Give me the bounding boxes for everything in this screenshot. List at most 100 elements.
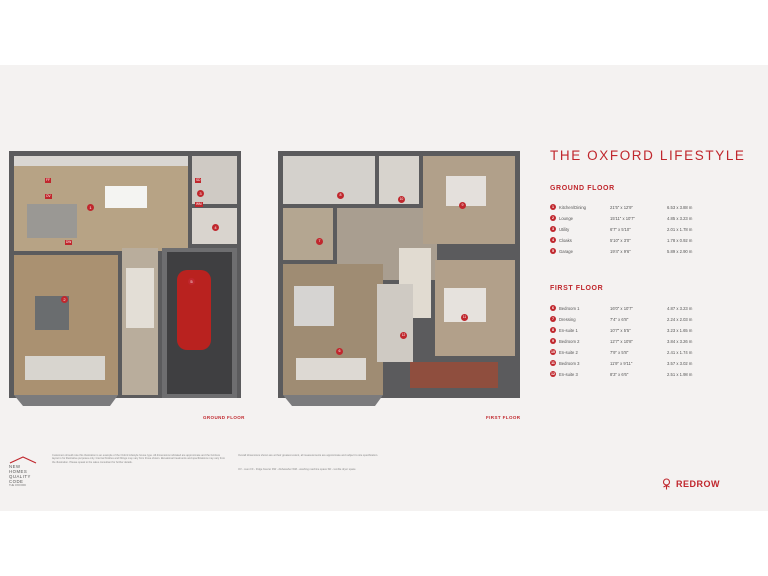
room-name: Cloaks <box>559 238 572 243</box>
room-name: Utility <box>559 227 570 232</box>
rose-icon <box>662 478 671 490</box>
kitchen-units <box>14 156 188 166</box>
tag-sd: SD <box>195 178 202 183</box>
room-imperial: 16'0" x 10'7" <box>610 306 633 311</box>
new-homes-quality-code-logo: NEW HOMES QUALITY CODE <box>9 456 39 484</box>
room-metric: 2.24 x 2.03 m <box>667 317 693 322</box>
room-name: Bedroom 1 <box>559 306 580 311</box>
dimension-notes: Overall dimensions shown are at their gr… <box>238 454 378 457</box>
room-imperial: 19'4" x 9'6" <box>610 249 631 254</box>
kitchen-island <box>27 204 77 238</box>
ground-floor-plan: 1 2 3 4 5 FF OV DW SD WM <box>5 148 249 410</box>
bay-seating <box>296 358 366 380</box>
dining-table <box>105 186 147 208</box>
room-imperial: 7'4" x 6'8" <box>610 317 629 322</box>
room-number: 5 <box>550 248 556 254</box>
room-metric: 3.57 x 3.02 m <box>667 361 693 366</box>
document-reference: THE OXFORD <box>9 484 27 487</box>
brand-wordmark: REDROW <box>676 479 720 489</box>
car <box>177 270 211 350</box>
first-floor-drawing <box>278 151 520 406</box>
room-number: 3 <box>550 226 556 232</box>
room-metric: 3.84 x 3.26 m <box>667 339 693 344</box>
room-name: Bedroom 3 <box>559 361 580 366</box>
appliance-key: OV - oven FF - fridge freezer DW - dishw… <box>238 468 356 471</box>
room-metric: 4.87 x 3.23 m <box>667 306 693 311</box>
nhqc-line: NEW <box>9 464 21 469</box>
tag-12: 12 <box>400 332 407 339</box>
tag-ff: FF <box>45 178 51 183</box>
room-metric: 2.01 x 1.78 m <box>667 227 693 232</box>
tag-7: 7 <box>316 238 323 245</box>
room-metric: 2.41 x 1.74 m <box>667 350 693 355</box>
bay-window <box>283 395 383 406</box>
room-imperial: 10'7" x 5'5" <box>610 328 631 333</box>
room-imperial: 12'7" x 10'8" <box>610 339 633 344</box>
room-metric: 1.78 x 0.92 m <box>667 238 693 243</box>
tag-wm: WM <box>195 202 203 207</box>
first-floor-plan-label: FIRST FLOOR <box>486 415 521 420</box>
tag-8: 8 <box>337 192 344 199</box>
nhqc-line: CODE <box>9 479 24 484</box>
tag-6: 6 <box>336 348 343 355</box>
ground-floor-plan-label: GROUND FLOOR <box>203 415 245 420</box>
page-title: THE OXFORD LIFESTYLE <box>550 148 746 163</box>
ground-floor-heading: GROUND FLOOR <box>550 185 615 192</box>
ground-floor-drawing <box>9 151 241 406</box>
room-imperial: 21'5" x 12'9" <box>610 205 633 210</box>
room-metric: 6.53 x 3.88 m <box>667 205 693 210</box>
room-metric: 4.85 x 3.23 m <box>667 216 693 221</box>
tag-3: 3 <box>197 190 204 197</box>
room-number: 12 <box>550 371 556 377</box>
stairs <box>126 268 154 328</box>
tag-9: 9 <box>459 202 466 209</box>
room-number: 7 <box>550 316 556 322</box>
room-imperial: 6'7" x 5'10" <box>610 227 631 232</box>
room-metric: 2.51 x 1.98 m <box>667 372 693 377</box>
room-name: En-suite 1 <box>559 328 578 333</box>
tag-5: 5 <box>188 278 195 285</box>
room-imperial: 15'11" x 10'7" <box>610 216 635 221</box>
dressing-floor <box>283 208 333 260</box>
garage-roof <box>410 362 498 388</box>
room-name: En-suite 2 <box>559 350 578 355</box>
tag-11: 11 <box>461 314 468 321</box>
tag-1: 1 <box>87 204 94 211</box>
tag-ov: OV <box>45 194 52 199</box>
room-number: 1 <box>550 204 556 210</box>
tag-2: 2 <box>61 296 68 303</box>
first-floor-heading: FIRST FLOOR <box>550 285 604 292</box>
bedroom-2-bed <box>446 176 486 206</box>
room-name: Dressing <box>559 317 576 322</box>
room-metric: 5.89 x 2.90 m <box>667 249 693 254</box>
room-number: 11 <box>550 360 556 366</box>
tag-dw: DW <box>65 240 73 245</box>
room-number: 9 <box>550 338 556 344</box>
bay-window <box>14 395 118 406</box>
room-imperial: 5'10" x 3'0" <box>610 238 631 243</box>
room-imperial: 8'3" x 6'6" <box>610 372 629 377</box>
disclaimer-text: Customers should note this illustration … <box>52 454 226 464</box>
room-name: Garage <box>559 249 573 254</box>
nhqc-line: HOMES <box>9 469 28 474</box>
bay-seating <box>25 356 105 380</box>
tag-10: 10 <box>398 196 405 203</box>
first-floor-plan: 6 7 8 9 10 11 12 <box>274 148 524 410</box>
room-number: 6 <box>550 305 556 311</box>
room-imperial: 11'9" x 9'11" <box>610 361 633 366</box>
room-name: En-suite 3 <box>559 372 578 377</box>
tag-4: 4 <box>212 224 219 231</box>
